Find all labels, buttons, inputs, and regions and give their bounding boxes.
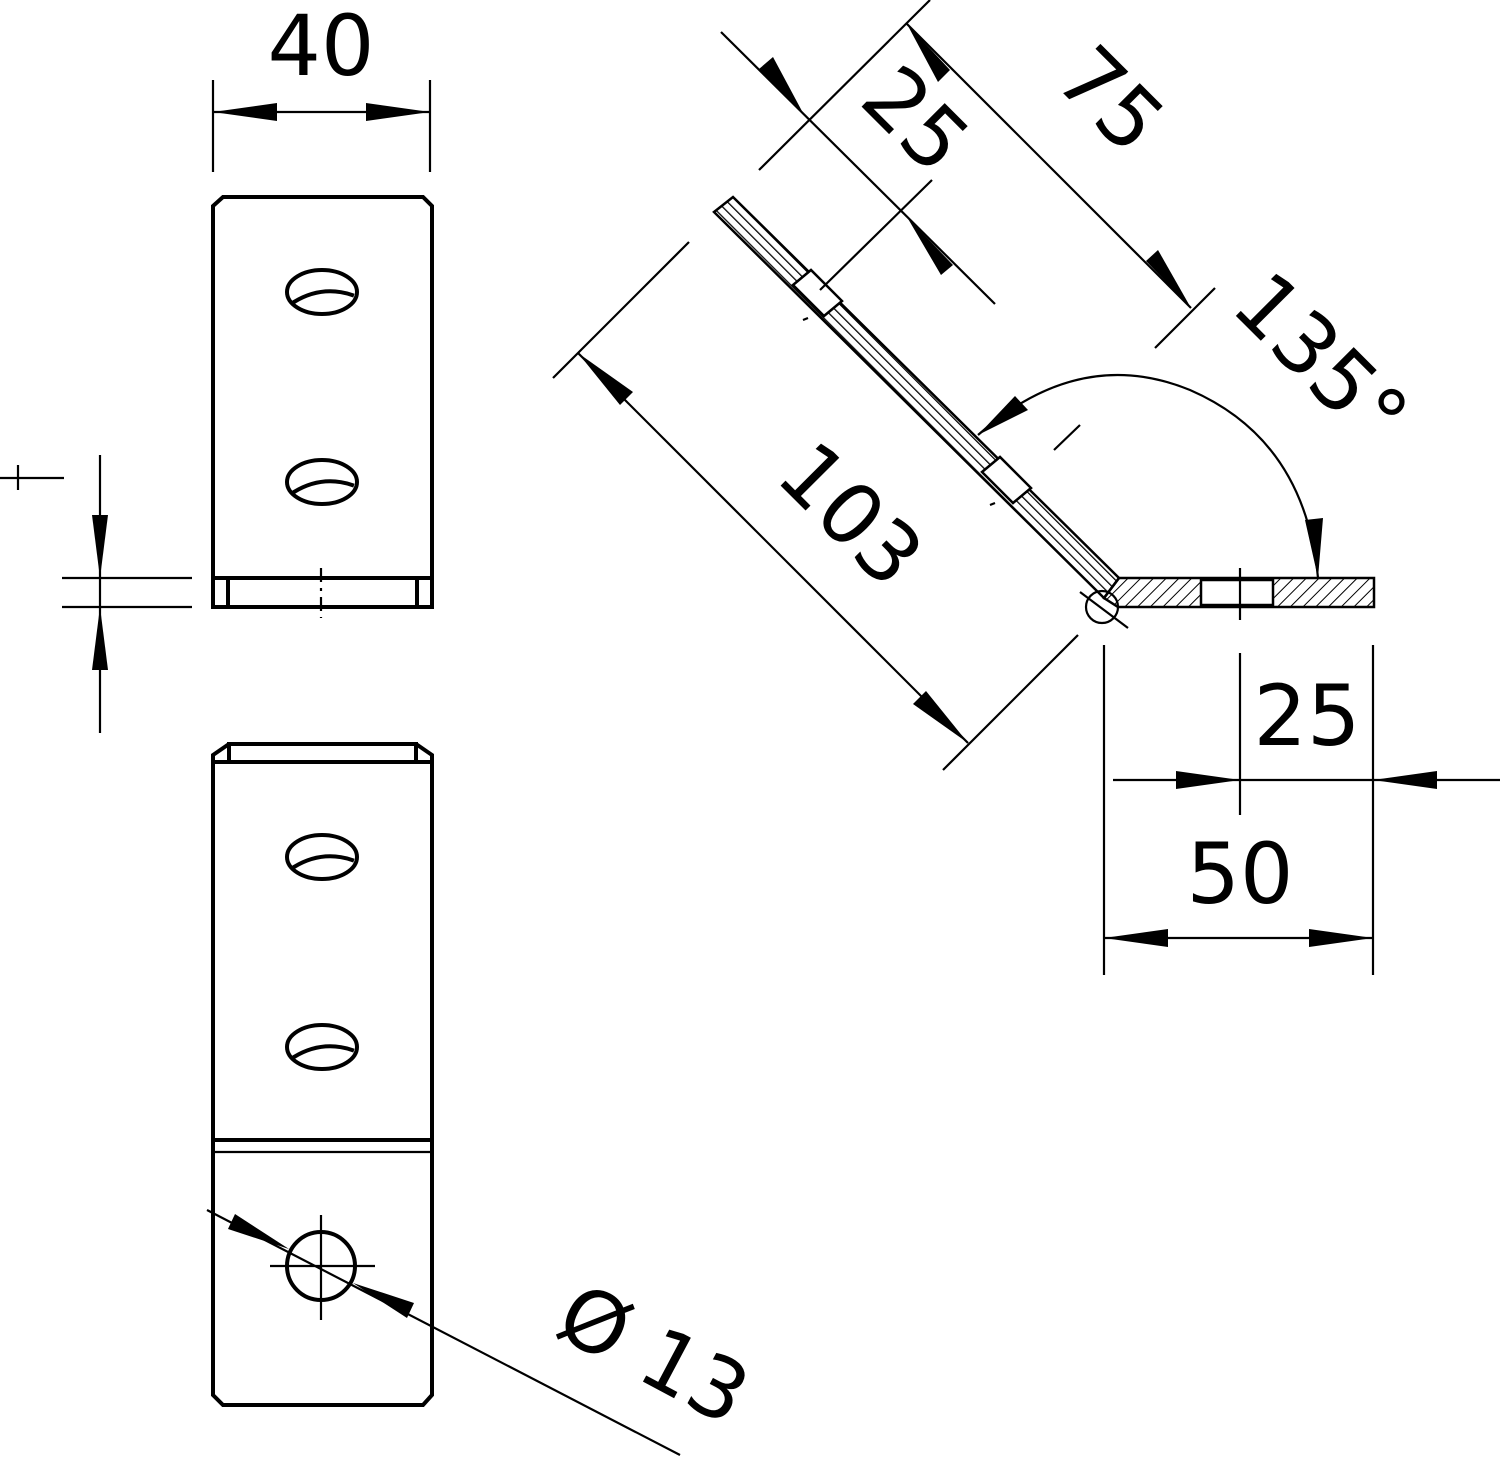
dimension-diagonal-length: 103 (552, 241, 1079, 771)
slot-hole (285, 833, 359, 881)
round-hole (270, 1215, 375, 1320)
bottom-plate-view (211, 742, 434, 1407)
dim-label-angle: 135° (1214, 253, 1426, 465)
dim-label-25-upper: 25 (843, 47, 988, 192)
slot-hole (285, 268, 359, 316)
dim-label-50: 50 (1187, 825, 1294, 923)
dimension-leg-length: 75 (906, 23, 1216, 349)
dim-label-thickness: t (27, 466, 29, 471)
top-plate-view (211, 195, 434, 618)
dimension-thickness: t (0, 455, 192, 733)
dim-label-40: 40 (268, 0, 375, 95)
bracket-section-view (712, 195, 1376, 629)
slot-hole (285, 458, 359, 506)
dimension-base-length: 50 (1104, 825, 1373, 947)
dimension-base-hole: 25 (1102, 645, 1500, 975)
dim-label-25-lower: 25 (1254, 667, 1361, 765)
dim-label-diameter: Ø 13 (542, 1264, 764, 1444)
slot-hole (285, 1023, 359, 1071)
dim-label-103: 103 (759, 423, 942, 606)
dimension-width-top: 40 (211, 0, 432, 172)
dim-label-75: 75 (1038, 27, 1183, 172)
